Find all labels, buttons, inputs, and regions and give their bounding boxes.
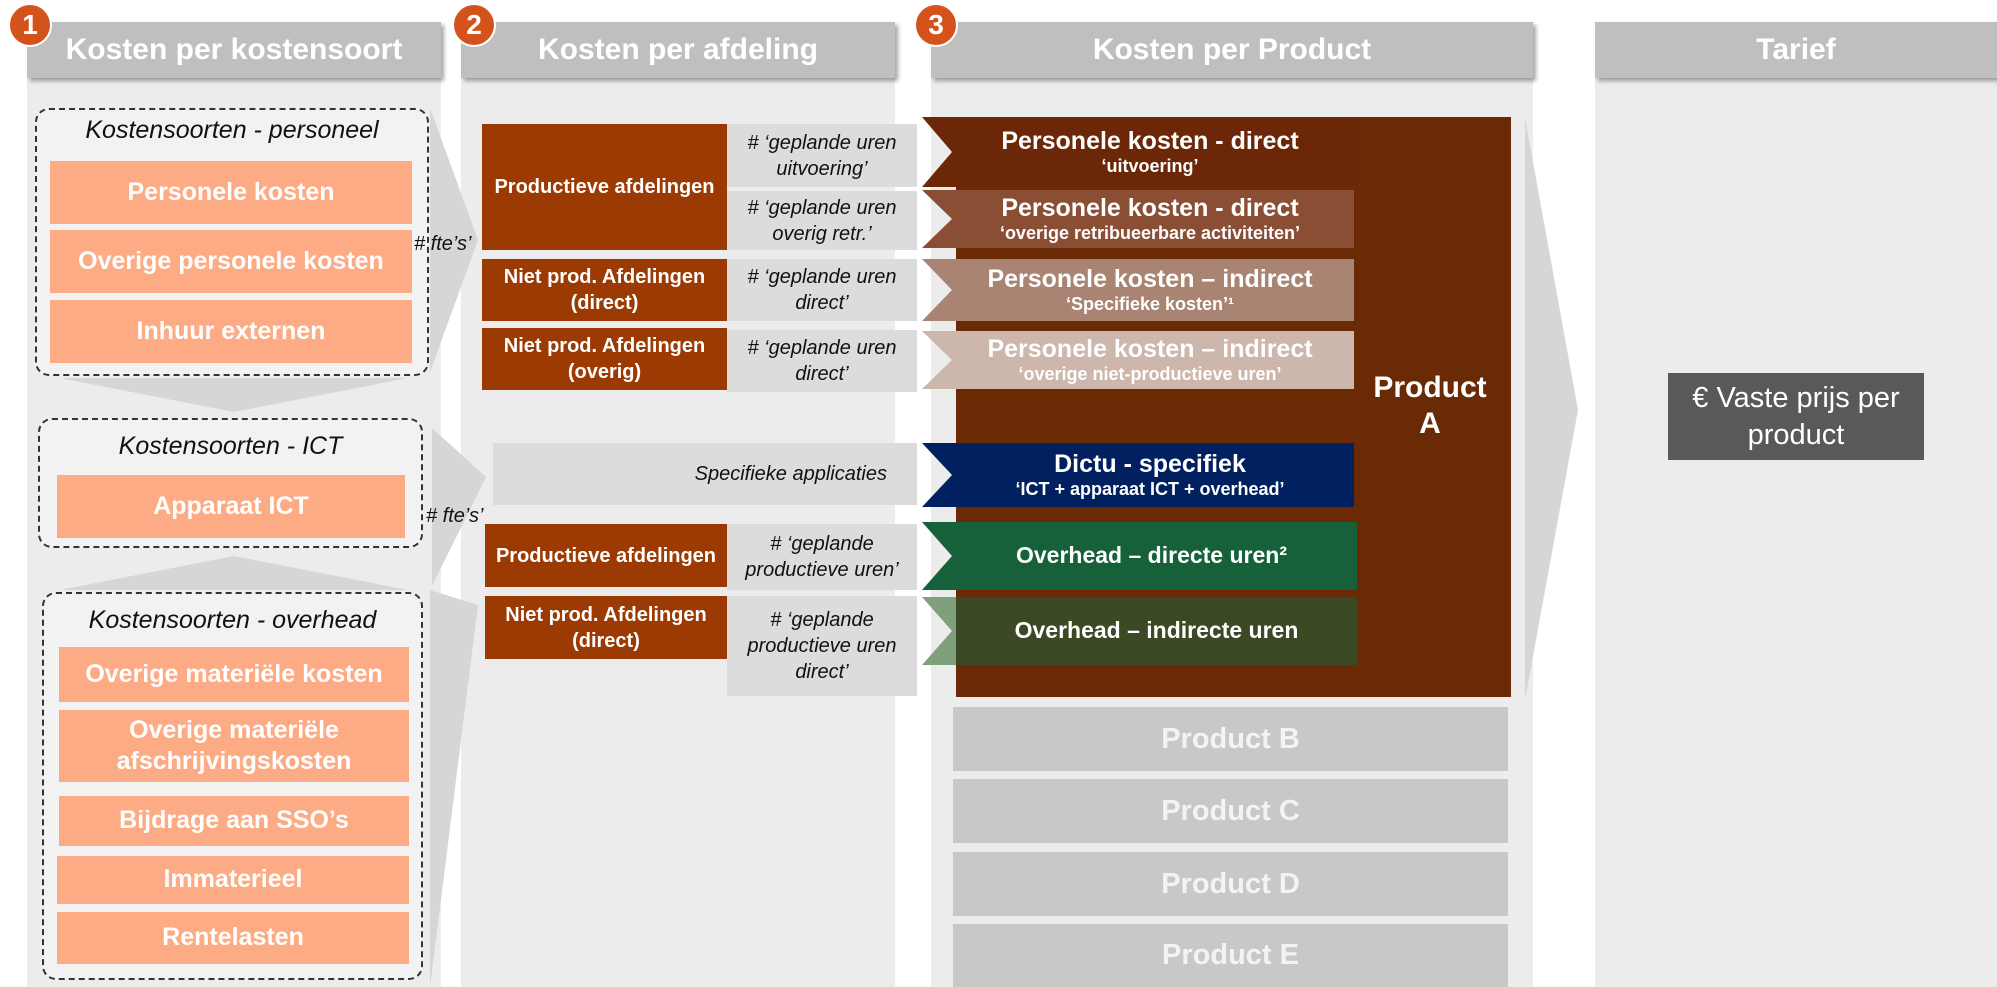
- cost-block-personele-direct-overige: Personele kosten - direct ‘overige retri…: [922, 190, 1354, 248]
- driver-specifieke-applicaties: Specifieke applicaties: [493, 443, 917, 505]
- column-3-title: Kosten per Product: [1092, 33, 1372, 66]
- cost-type-overige-personele-kosten: Overige personele kosten: [50, 230, 412, 293]
- cost-type-personele-kosten: Personele kosten: [50, 161, 412, 224]
- product-c: Product C: [953, 779, 1508, 843]
- cost-block-title: Dictu - specifiek: [1054, 450, 1246, 479]
- group-personeel-title: Kostensoorten - personeel: [85, 116, 379, 144]
- cost-block-overhead-directe-uren: Overhead – directe uren²: [922, 522, 1357, 590]
- driver-uren-direct-2: # ‘geplande uren direct’: [727, 330, 917, 392]
- cost-type-overige-materiele-kosten: Overige materiële kosten: [59, 647, 409, 702]
- group-ict-title: Kostensoorten - ICT: [118, 432, 343, 460]
- arrow-personeel-down: [60, 378, 408, 412]
- driver-uren-uitvoering: # ‘geplande uren uitvoering’: [727, 124, 917, 187]
- product-b: Product B: [953, 707, 1508, 771]
- fte-label-ict: # fte’s’: [426, 505, 484, 527]
- column-2-header: Kosten per afdeling: [461, 22, 895, 78]
- cost-block-title: Personele kosten - direct: [1001, 127, 1299, 156]
- arrow-ict-right: [432, 428, 486, 586]
- product-d: Product D: [953, 852, 1508, 916]
- driver-productieve-uren: # ‘geplande productieve uren’: [727, 524, 917, 590]
- column-2-title: Kosten per afdeling: [537, 33, 819, 66]
- cost-block-sub: ‘Specifieke kosten’¹: [1065, 294, 1235, 315]
- step-badge-2: 2: [452, 3, 496, 47]
- cost-block-sub: ‘overige niet-productieve uren’: [1018, 364, 1282, 385]
- column-1-header: Kosten per kostensoort: [27, 22, 441, 78]
- fte-label-personeel: # fte’s’: [414, 233, 472, 255]
- department-productieve-afdelingen: Productieve afdelingen: [482, 124, 727, 250]
- cost-block-sub: ‘overige retribueerbare activiteiten’: [999, 223, 1301, 244]
- cost-block-dictu-specifiek: Dictu - specifiek ‘ICT + apparaat ICT + …: [922, 443, 1354, 507]
- department-niet-prod-direct-2: Niet prod. Afdelingen (direct): [485, 596, 727, 659]
- cost-block-sub: ‘ICT + apparaat ICT + overhead’: [1015, 479, 1285, 500]
- cost-block-overhead-indirecte-uren: Overhead – indirecte uren: [956, 597, 1357, 665]
- cost-block-sub: ‘uitvoering’: [1101, 156, 1199, 177]
- cost-type-rentelasten: Rentelasten: [57, 912, 409, 964]
- cost-block-title: Personele kosten – indirect: [987, 335, 1313, 364]
- group-overhead-title: Kostensoorten - overhead: [88, 606, 377, 634]
- department-niet-prod-direct: Niet prod. Afdelingen (direct): [482, 259, 727, 321]
- cost-block-title: Personele kosten - direct: [1001, 194, 1299, 223]
- cost-block-title: Overhead – indirecte uren: [1014, 617, 1299, 644]
- step-badge-3: 3: [914, 3, 958, 47]
- cost-type-bijdrage-sso: Bijdrage aan SSO’s: [59, 796, 409, 846]
- arrow-overhead-up: [60, 556, 408, 590]
- cost-block-personele-indirect-overig: Personele kosten – indirect ‘overige nie…: [922, 331, 1354, 389]
- cost-type-overige-materiele-afschrijvingskosten: Overige materiële afschrijvingskosten: [59, 710, 409, 782]
- product-e: Product E: [953, 924, 1508, 987]
- column-3-header: Kosten per Product: [931, 22, 1533, 78]
- column-1-title: Kosten per kostensoort: [65, 33, 403, 66]
- department-niet-prod-overig: Niet prod. Afdelingen (overig): [482, 328, 727, 390]
- arrow-personeel-right: [430, 108, 478, 372]
- tarief-label: € Vaste prijs per product: [1692, 382, 1900, 451]
- cost-type-apparaat-ict: Apparaat ICT: [57, 475, 405, 538]
- department-productieve-afdelingen-2: Productieve afdelingen: [485, 524, 727, 587]
- driver-productieve-uren-direct: # ‘geplande productieve uren direct’: [727, 596, 917, 696]
- arrow-overhead-right: [430, 590, 478, 987]
- tarief-box: € Vaste prijs per product: [1668, 373, 1924, 460]
- driver-uren-overig-retr: # ‘geplande uren overig retr.’: [727, 191, 917, 250]
- cost-block-title: Personele kosten – indirect: [987, 265, 1313, 294]
- arrow-product-to-tarief: [1525, 118, 1578, 700]
- column-4-background: [1595, 60, 1997, 987]
- cost-block-personele-direct-uitvoering: Personele kosten - direct ‘uitvoering’: [922, 117, 1354, 187]
- cost-block-title: Overhead – directe uren²: [1016, 542, 1287, 569]
- driver-uren-direct: # ‘geplande uren direct’: [727, 259, 917, 321]
- column-4-title: Tarief: [1756, 33, 1836, 66]
- column-4-header: Tarief: [1595, 22, 1997, 78]
- cost-type-immaterieel: Immaterieel: [57, 856, 409, 904]
- cost-block-personele-indirect-specifiek: Personele kosten – indirect ‘Specifieke …: [922, 259, 1354, 321]
- cost-type-inhuur-externen: Inhuur externen: [50, 300, 412, 363]
- product-a-label: Product A: [1373, 371, 1487, 440]
- step-badge-1: 1: [8, 3, 52, 47]
